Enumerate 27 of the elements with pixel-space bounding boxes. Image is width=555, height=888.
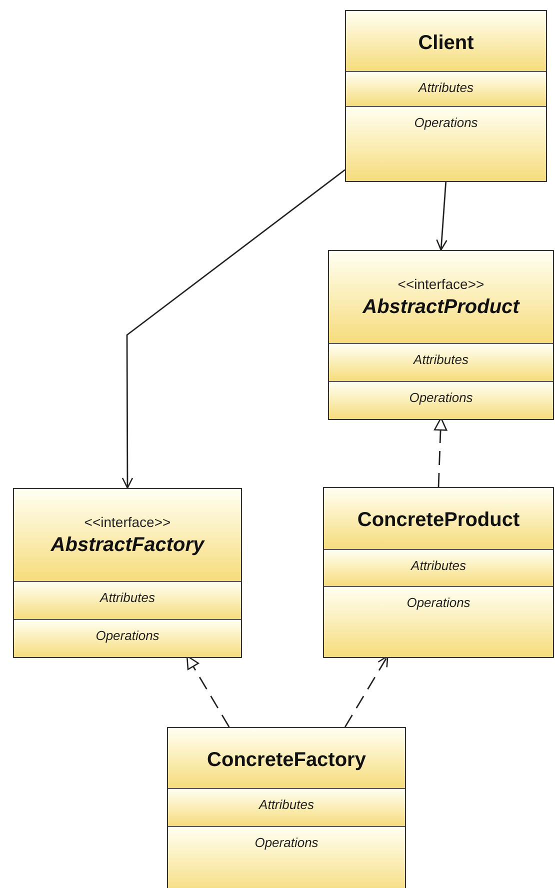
class-name: ConcreteProduct xyxy=(357,509,520,532)
stereotype-label: <<interface>> xyxy=(84,514,171,530)
class-name: AbstractFactory xyxy=(50,534,204,556)
class-box xyxy=(323,487,554,658)
operations-label: Operations xyxy=(406,595,470,610)
attributes-label: Attributes xyxy=(414,352,468,367)
class-name: AbstractProduct xyxy=(362,296,520,318)
operations-label: Operations xyxy=(414,115,478,130)
operations-label: Operations xyxy=(254,835,318,850)
attributes-label: Attributes xyxy=(259,797,314,812)
class-box xyxy=(345,10,547,182)
dashed-arrow xyxy=(186,655,230,728)
attributes-label: Attributes xyxy=(418,80,474,95)
class-name: ConcreteFactory xyxy=(207,748,366,772)
class-box xyxy=(13,488,242,658)
operations-label: Operations xyxy=(409,390,473,405)
class-box xyxy=(328,250,554,420)
class-box xyxy=(167,727,406,888)
arrow xyxy=(122,169,346,489)
arrow xyxy=(436,180,448,251)
class-name: Client xyxy=(418,32,474,54)
stereotype-label: <<interface>> xyxy=(398,276,484,292)
attributes-label: Attributes xyxy=(411,558,466,573)
dashed-arrow xyxy=(344,655,388,728)
attributes-label: Attributes xyxy=(100,590,155,605)
dashed-arrow xyxy=(434,417,448,488)
operations-label: Operations xyxy=(96,628,160,643)
